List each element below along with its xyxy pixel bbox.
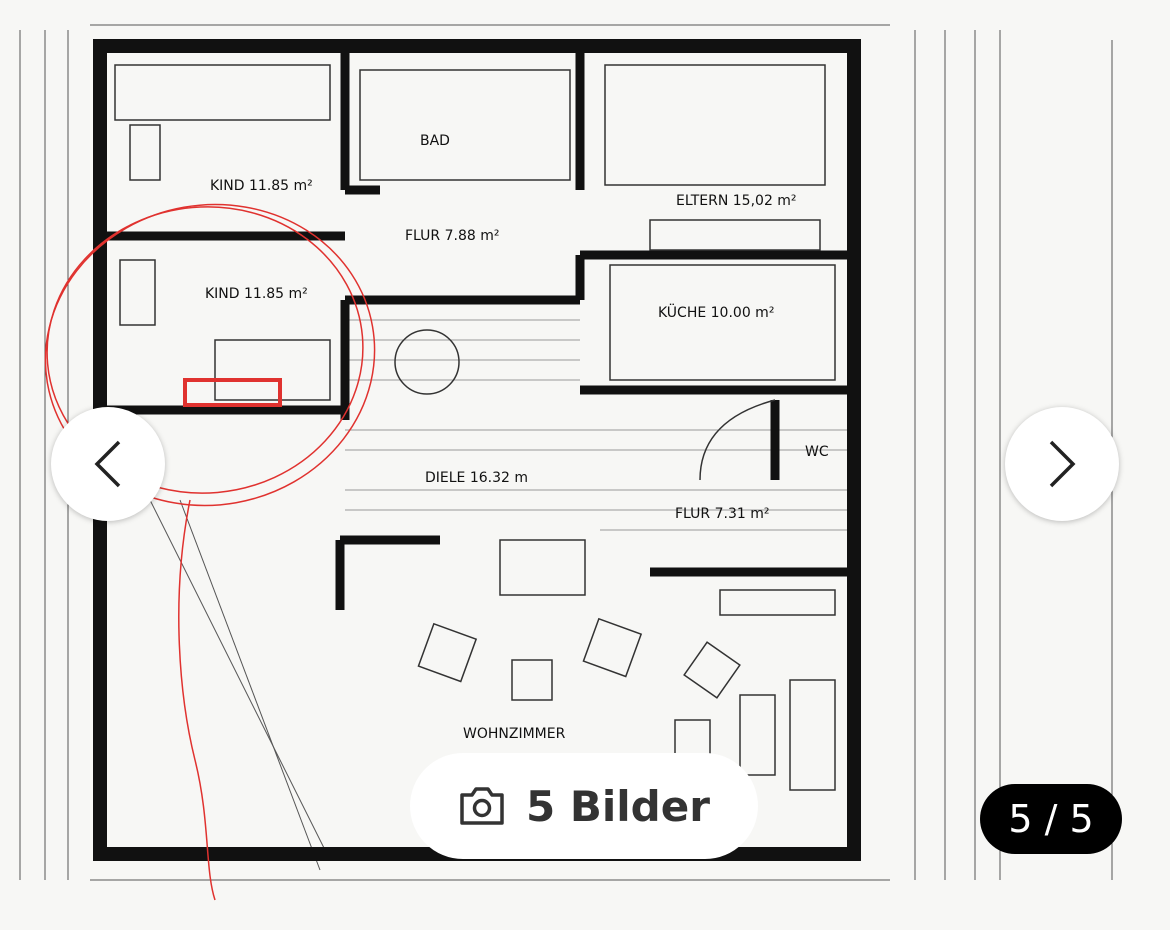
room-label: FLUR 7.31 m² [675,506,769,522]
photo-count-button[interactable]: 5 Bilder [410,753,758,859]
next-image-button[interactable] [1005,407,1119,521]
room-label: ELTERN 15,02 m² [676,193,797,209]
red-annotation [44,203,376,901]
room-label: BAD [420,133,450,149]
camera-icon [460,787,504,825]
chevron-right-icon [1049,440,1076,488]
chevron-left-icon [94,440,121,488]
photo-count-label: 5 Bilder [526,781,710,831]
room-label: WOHNZIMMER [463,726,566,742]
room-label: FLUR 7.88 m² [405,228,499,244]
room-label: WC [805,444,829,460]
room-label: DIELE 16.32 m [425,470,528,486]
room-label: KIND 11.85 m² [205,286,308,302]
room-label: KÜCHE 10.00 m² [658,303,774,321]
previous-image-button[interactable] [51,407,165,521]
room-label: KIND 11.85 m² [210,178,313,194]
image-counter: 5 / 5 [980,784,1122,854]
